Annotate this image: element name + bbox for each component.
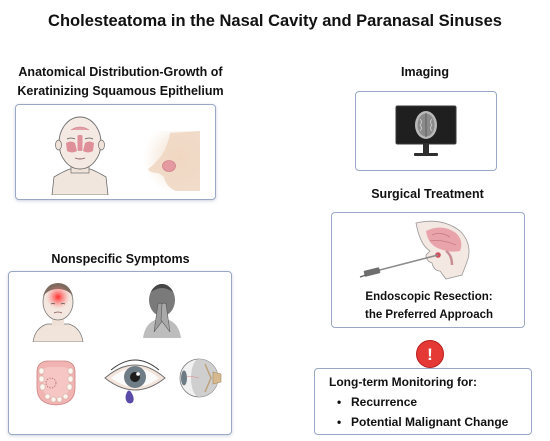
monitoring-item: • Recurrence	[337, 395, 417, 409]
face-sinus-icon	[51, 116, 109, 195]
symptoms-heading: Nonspecific Symptoms	[51, 252, 190, 266]
alert-symbol: !	[427, 345, 433, 364]
eyeball-icon	[179, 358, 222, 398]
alert-icon: !	[416, 340, 444, 368]
monitoring-item-label: Potential Malignant Change	[351, 415, 509, 429]
bullet-dot: •	[337, 415, 342, 429]
monitoring-item: • Potential Malignant Change	[337, 415, 508, 429]
surgery-caption-line1: Endoscopic Resection:	[365, 291, 493, 303]
eye-tear-icon	[104, 359, 166, 404]
monitoring-title: Long-term Monitoring for:	[329, 375, 477, 389]
imaging-heading: Imaging	[401, 65, 449, 79]
anatomy-heading: Anatomical Distribution-Growth of Kerati…	[8, 63, 233, 101]
headache-icon	[32, 283, 84, 342]
monitoring-panel: Long-term Monitoring for: • Recurrence • P…	[314, 368, 532, 435]
endoscope-head-icon	[359, 220, 470, 280]
nasal-block-icon	[143, 284, 181, 338]
page-title: Cholesteatoma in the Nasal Cavity and Pa…	[48, 12, 502, 30]
dental-icon	[36, 360, 76, 406]
surgery-caption-line2: the Preferred Approach	[364, 309, 494, 321]
nose-lesion-icon	[140, 131, 200, 191]
bullet-dot: •	[337, 395, 342, 409]
surgery-caption: Endoscopic Resection: the Preferred Appr…	[332, 288, 526, 324]
monitor-brain-icon	[395, 105, 457, 156]
anatomy-heading-line2: Keratinizing Squamous Epithelium	[17, 84, 224, 98]
monitoring-item-label: Recurrence	[351, 395, 418, 409]
symptoms-panel	[8, 271, 232, 435]
anatomy-heading-line1: Anatomical Distribution-Growth of	[18, 65, 223, 79]
imaging-panel	[355, 91, 497, 171]
anatomy-panel	[15, 104, 216, 200]
surgery-heading: Surgical Treatment	[371, 187, 484, 201]
surgery-panel: Endoscopic Resection: the Preferred Appr…	[331, 212, 525, 328]
